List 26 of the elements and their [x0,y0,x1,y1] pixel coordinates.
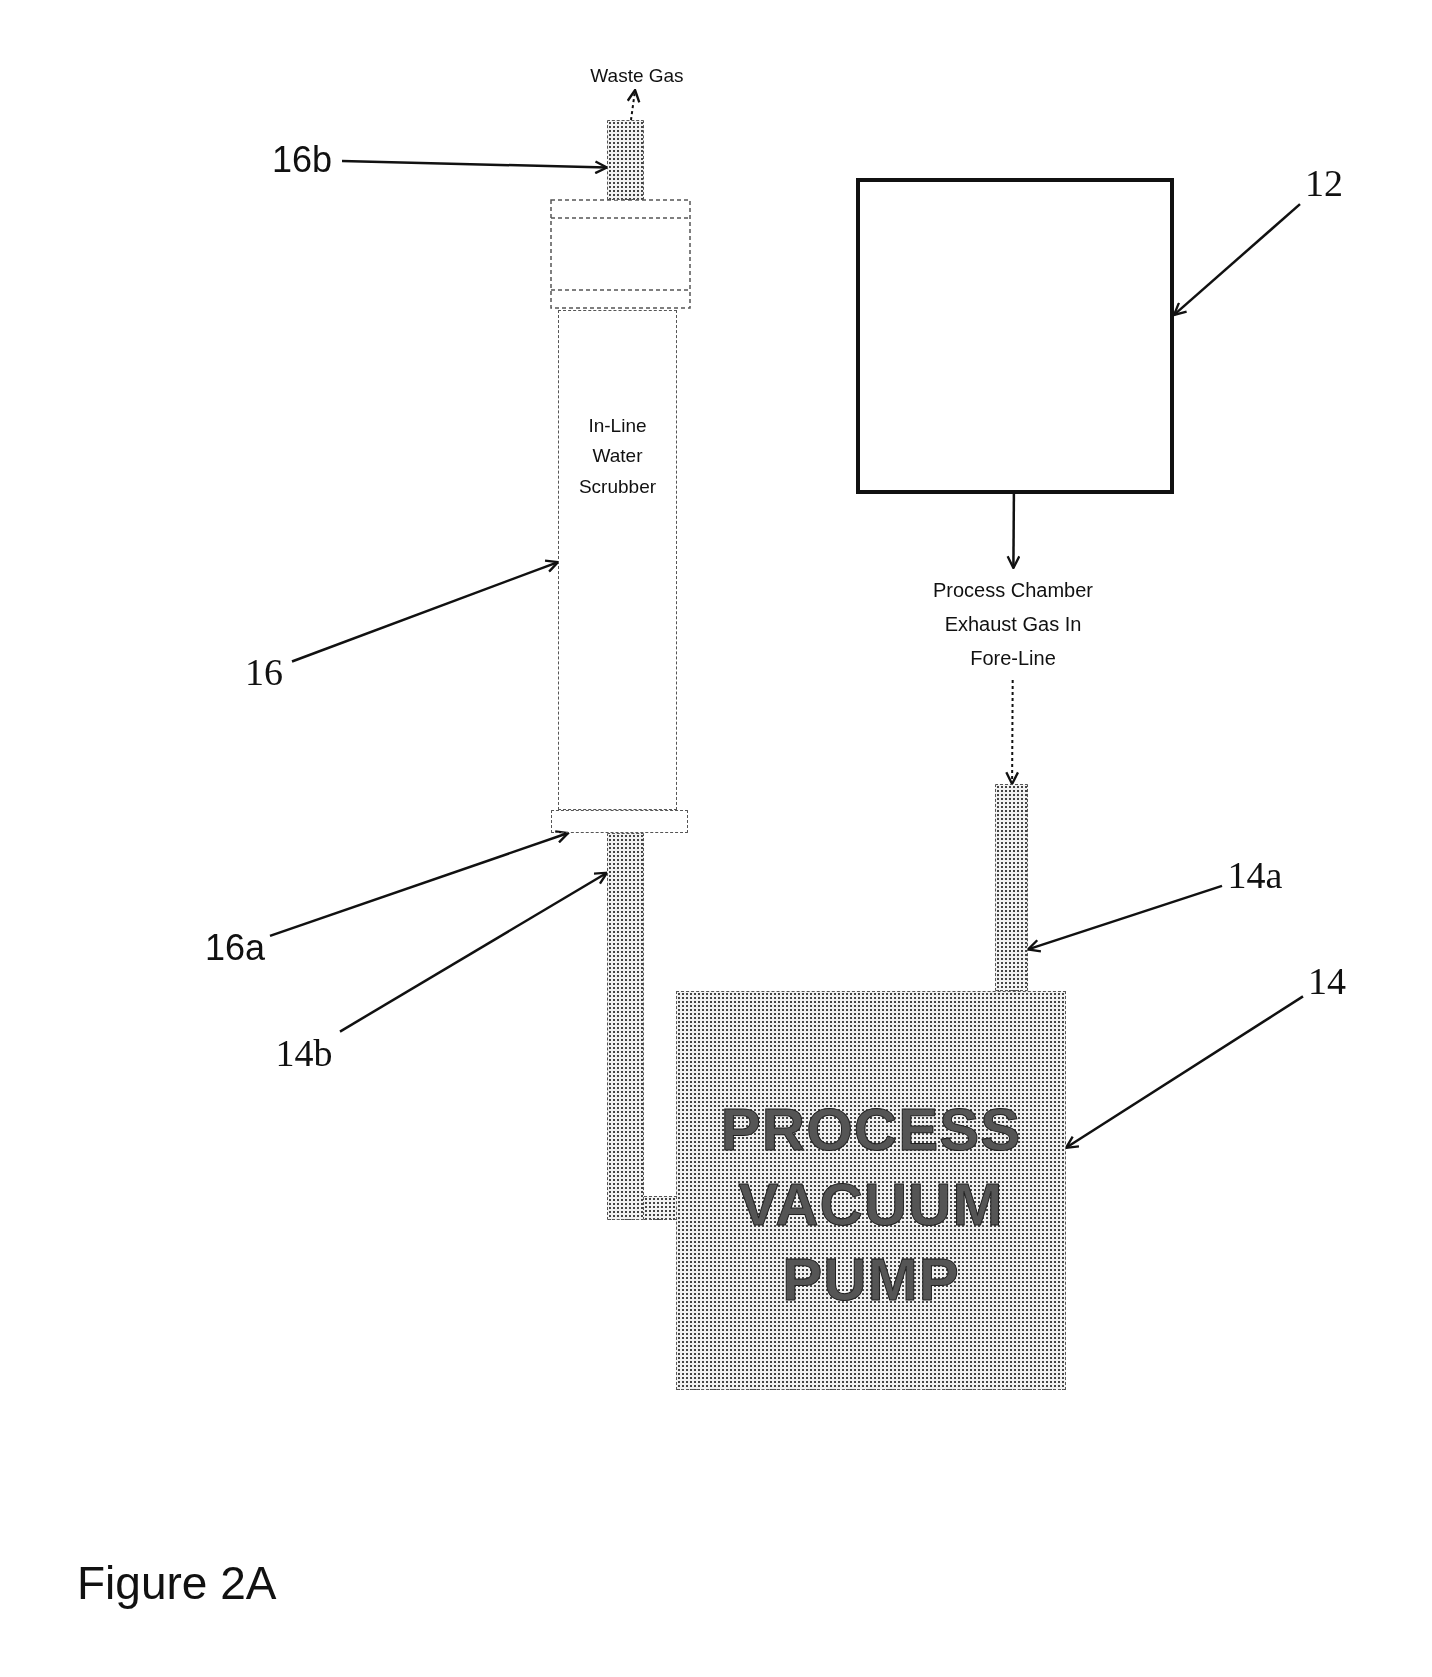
callout-number: 16a [200,925,270,971]
callout-number: 16 [236,648,292,696]
outlet-pipe [607,120,644,200]
leader-line [1026,884,1223,953]
callout-number: 14 [1303,958,1351,1004]
scrubber-column: In-Line Water Scrubber [558,310,677,810]
leader-line [291,559,560,663]
vacuum-pump-box: PROCESS VACUUM PUMP [676,991,1066,1390]
callout-number: 14b [268,1030,340,1076]
flow-label: Process Chamber Exhaust Gas In Fore-Line [918,568,1108,680]
discharge-pipe [607,833,644,1220]
flow-arrow [1006,494,1021,570]
callout-number: 14a [1222,852,1288,898]
figure-caption: Figure 2A [77,1556,277,1610]
flow-arrow [626,88,641,121]
fore-line-pipe [995,784,1028,991]
leader-line [339,871,609,1033]
process-chamber-box [856,178,1174,494]
flow-label: Waste Gas [578,62,696,90]
flow-arrow [1005,679,1020,786]
leader-line [1172,203,1301,317]
leader-line [269,830,570,938]
callout-number: 16b [262,138,342,182]
leader-line [341,159,609,175]
callout-number: 12 [1300,160,1348,206]
leader-line [1064,995,1304,1149]
